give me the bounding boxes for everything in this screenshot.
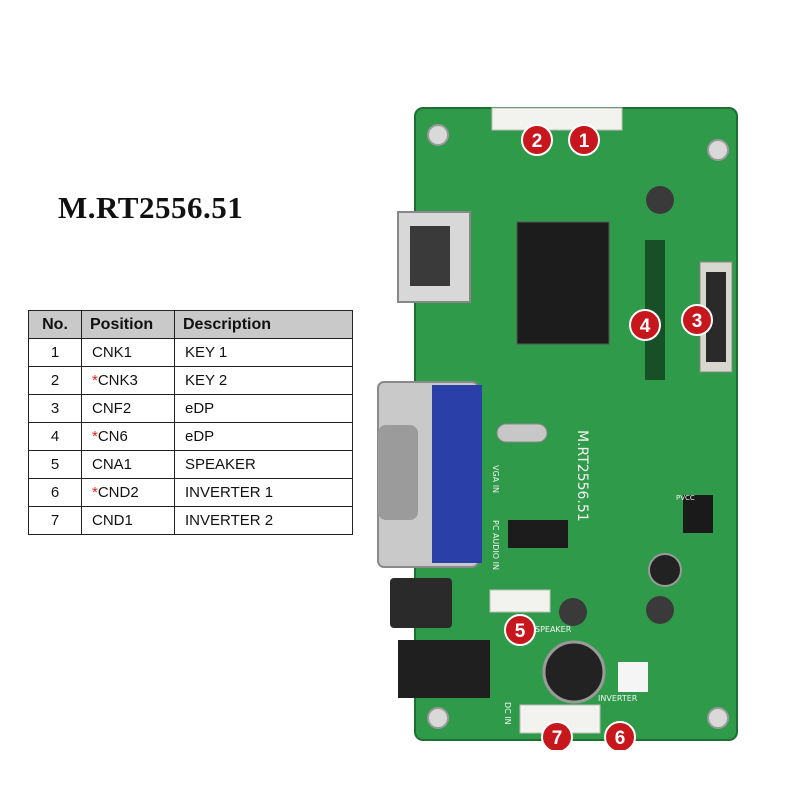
main-chip	[516, 221, 610, 345]
marker-6: 6	[604, 721, 636, 750]
silkscreen-dc-in: DC IN	[503, 702, 512, 725]
connector-table: No. Position Description 1 CNK1 KEY 1 2 …	[28, 310, 353, 535]
table-header-row: No. Position Description	[28, 310, 353, 339]
table-row: 2 *CNK3 KEY 2	[28, 366, 353, 395]
marker-4: 4	[629, 309, 661, 341]
row-description: eDP	[174, 422, 353, 451]
board-silkscreen-model: M.RT2556.51	[574, 430, 590, 522]
row-number: 1	[28, 338, 82, 367]
marker-4-label: 4	[640, 316, 651, 337]
row-number: 2	[28, 366, 82, 395]
table-row: 4 *CN6 eDP	[28, 422, 353, 451]
row-position: CNA1	[81, 450, 175, 479]
jumper-block	[683, 495, 713, 533]
marker-7-label: 7	[552, 728, 563, 749]
position-label: CNK1	[92, 344, 133, 361]
row-number: 3	[28, 394, 82, 423]
row-position: *CNK3	[81, 366, 175, 395]
vga-shell	[378, 425, 418, 520]
position-label: CNK3	[97, 372, 138, 389]
marker-7: 7	[541, 721, 573, 750]
hdmi-port-opening	[410, 226, 450, 286]
silkscreen-inverter: INVERTER	[598, 694, 638, 703]
row-number: 4	[28, 422, 82, 451]
row-description: KEY 2	[174, 366, 353, 395]
row-number: 6	[28, 478, 82, 507]
key-connector	[491, 107, 623, 131]
row-position: CNF2	[81, 394, 175, 423]
row-position: *CN6	[81, 422, 175, 451]
capacitor	[542, 640, 606, 704]
row-description: KEY 1	[174, 338, 353, 367]
vga-blue-body	[432, 385, 482, 563]
row-number: 7	[28, 506, 82, 535]
crystal	[496, 423, 548, 443]
position-label: CND2	[97, 484, 139, 501]
dc-jack	[398, 640, 490, 698]
inductor	[646, 596, 674, 624]
silkscreen-speaker: SPEAKER	[535, 625, 572, 634]
row-description: eDP	[174, 394, 353, 423]
required-mark: *	[92, 484, 98, 501]
marker-3: 3	[681, 304, 713, 336]
row-description: INVERTER 1	[174, 478, 353, 507]
board-model-title: M.RT2556.51	[58, 190, 244, 225]
marker-6-label: 6	[615, 728, 626, 749]
table-row: 7 CND1 INVERTER 2	[28, 506, 353, 535]
marker-2: 2	[521, 124, 553, 156]
audio-jack	[390, 578, 452, 628]
table-row: 1 CNK1 KEY 1	[28, 338, 353, 367]
column-header-no: No.	[28, 310, 82, 339]
row-number: 5	[28, 450, 82, 479]
required-mark: *	[92, 372, 98, 389]
white-pad	[618, 662, 648, 692]
position-label: CND1	[92, 512, 133, 529]
inductor	[559, 598, 587, 626]
row-position: *CND2	[81, 478, 175, 507]
marker-5-label: 5	[515, 621, 526, 642]
silkscreen-pc-audio-in: PC AUDIO IN	[491, 520, 500, 570]
position-label: CNA1	[92, 456, 133, 473]
marker-2-label: 2	[532, 131, 543, 152]
row-description: SPEAKER	[174, 450, 353, 479]
table-row: 5 CNA1 SPEAKER	[28, 450, 353, 479]
silkscreen-pvcc: PVCC	[676, 494, 695, 502]
required-mark: *	[92, 428, 98, 445]
pin-header	[645, 240, 665, 380]
mounting-holes	[427, 124, 729, 729]
speaker-connector	[489, 589, 551, 613]
row-description: INVERTER 2	[174, 506, 353, 535]
audio-chip	[508, 520, 568, 548]
table-row: 3 CNF2 eDP	[28, 394, 353, 423]
edp-connector-slot	[706, 272, 726, 362]
row-position: CNK1	[81, 338, 175, 367]
controller-board-image: M.RT2556.51 VGA IN PC AUDIO IN INVERTER …	[377, 107, 738, 750]
table-row: 6 *CND2 INVERTER 1	[28, 478, 353, 507]
capacitor	[648, 553, 682, 587]
inductor	[646, 186, 674, 214]
marker-1: 1	[568, 124, 600, 156]
marker-5: 5	[504, 614, 536, 646]
column-header-position: Position	[81, 310, 175, 339]
row-position: CND1	[81, 506, 175, 535]
position-label: CNF2	[92, 400, 132, 417]
marker-1-label: 1	[579, 131, 590, 152]
column-header-description: Description	[174, 310, 353, 339]
silkscreen-vga-in: VGA IN	[491, 465, 500, 493]
marker-3-label: 3	[692, 311, 703, 332]
position-label: CN6	[97, 428, 128, 445]
